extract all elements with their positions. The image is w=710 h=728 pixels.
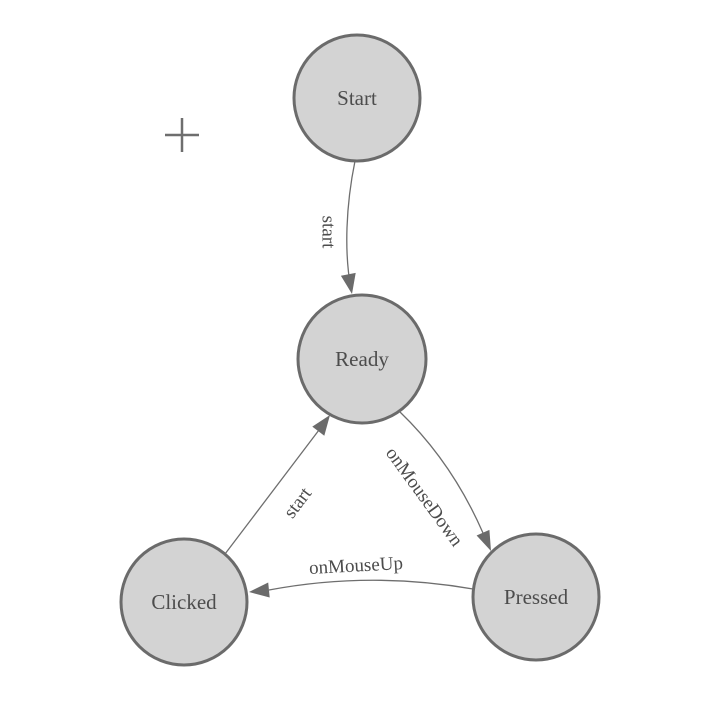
state-circle[interactable]	[296, 293, 428, 425]
transition-line[interactable]	[346, 160, 356, 290]
transition-ready-to-pressed[interactable]: onMouseDown	[381, 411, 491, 551]
transition-label-start-2[interactable]: start	[280, 483, 317, 522]
arrowhead-icon	[249, 582, 270, 598]
state-node-pressed[interactable]: Pressed	[471, 532, 601, 662]
state-node-start[interactable]: Start	[292, 33, 422, 163]
state-circle[interactable]	[292, 33, 422, 163]
transition-start-to-ready[interactable]: start	[318, 160, 356, 294]
state-label: Start	[337, 86, 377, 110]
transition-label-onmouseup[interactable]: onMouseUp	[309, 553, 404, 579]
state-circle[interactable]	[471, 532, 601, 662]
transition-label-onmousedown[interactable]: onMouseDown	[381, 443, 467, 551]
state-node-clicked[interactable]: Clicked	[119, 537, 249, 667]
arrowhead-icon	[340, 272, 356, 294]
state-circle[interactable]	[119, 537, 249, 667]
state-label: Ready	[335, 347, 389, 371]
state-label: Pressed	[504, 585, 569, 609]
transition-line[interactable]	[224, 429, 320, 555]
arrowhead-icon	[312, 415, 330, 436]
transition-label-start[interactable]: start	[318, 216, 339, 249]
transition-line[interactable]	[268, 579, 474, 591]
crosshair-plus-icon	[165, 118, 199, 152]
transition-pressed-to-clicked[interactable]: onMouseUp	[249, 553, 474, 598]
transition-line[interactable]	[399, 411, 484, 534]
state-label: Clicked	[151, 590, 217, 614]
arrowhead-icon	[476, 529, 491, 551]
transition-clicked-to-ready[interactable]: start	[224, 415, 330, 555]
state-node-ready[interactable]: Ready	[296, 293, 428, 425]
